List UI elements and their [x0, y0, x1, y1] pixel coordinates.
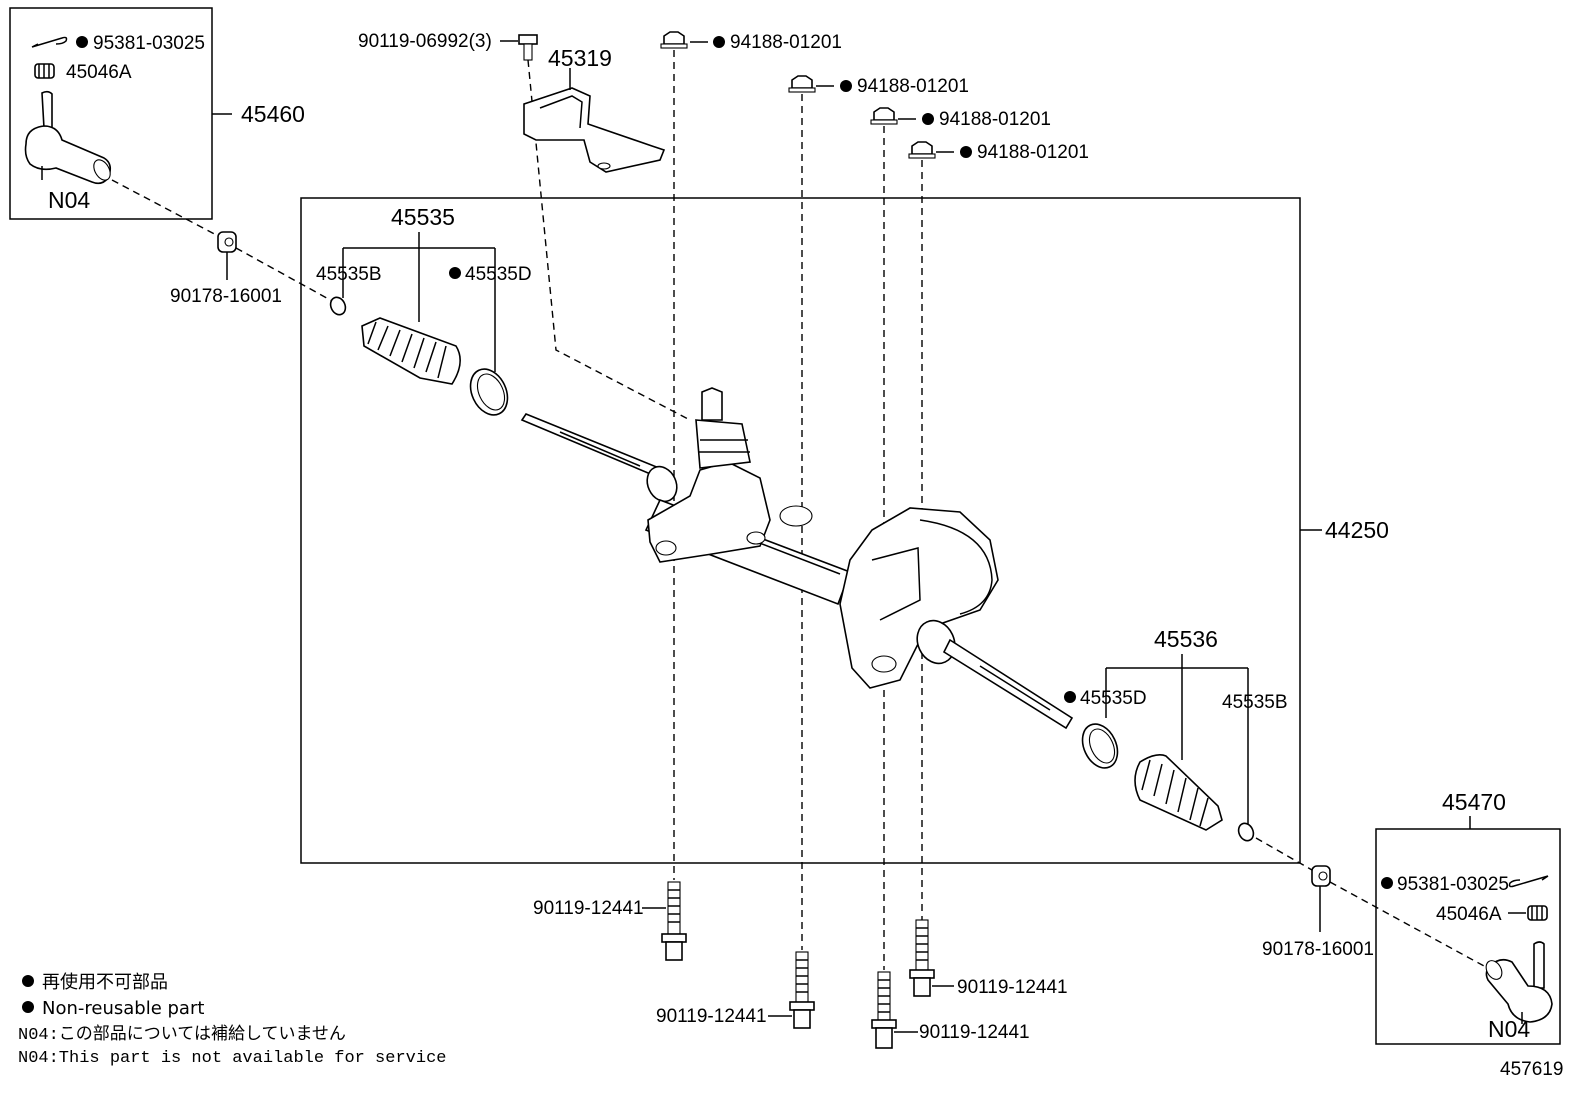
label-lock-nut-left: 90178-16001 — [170, 286, 282, 307]
legend-en-nonreusable: Non-reusable part — [42, 998, 204, 1019]
boot-left-icon — [361, 317, 461, 385]
right-tie-rod-box — [1375, 828, 1561, 1045]
non-reusable-dot — [960, 146, 972, 158]
tie-rod-end-left-icon — [24, 90, 112, 185]
non-reusable-dot — [76, 36, 88, 48]
clip-left-icon — [329, 296, 347, 316]
label-cotter-pin-left: 95381-03025 — [93, 33, 205, 54]
label-nut-right: 45046A — [1436, 904, 1502, 925]
bracket-45319-icon — [523, 87, 666, 173]
lock-nut-left-icon — [217, 231, 237, 253]
bolt-2-icon — [789, 951, 815, 1029]
legend-en-n04: N04:This part is not available for servi… — [18, 1049, 446, 1068]
label-clip-left: 45535B — [316, 264, 382, 285]
flange-nut-b-icon — [788, 75, 816, 93]
label-nut-d: 94188-01201 — [977, 142, 1089, 163]
bolt-4-icon — [909, 919, 935, 997]
label-lock-nut-right: 90178-16001 — [1262, 939, 1374, 960]
castle-nut-icon — [34, 63, 55, 79]
castle-nut-right-icon — [1527, 905, 1548, 921]
cotter-pin-icon — [31, 36, 68, 48]
non-reusable-dot — [449, 267, 461, 279]
bolt-top-icon — [518, 34, 538, 61]
bolt-3-icon — [871, 971, 897, 1049]
label-bracket: 45319 — [548, 45, 612, 71]
steering-rack-icon — [520, 387, 1074, 730]
clamp-right-icon — [1081, 723, 1119, 769]
label-tie-rod-end-right: 45470 — [1442, 789, 1506, 815]
non-reusable-dot — [922, 113, 934, 125]
clip-right-icon — [1237, 822, 1255, 842]
flange-nut-d-icon — [908, 141, 936, 159]
cotter-pin-right-icon — [1508, 875, 1549, 888]
non-reusable-dot — [713, 36, 725, 48]
label-n04-left: N04 — [48, 187, 90, 213]
tie-rod-end-right-icon — [1485, 941, 1553, 1024]
label-clamp-left: 45535D — [465, 264, 532, 285]
label-tie-rod-end-left: 45460 — [241, 101, 305, 127]
non-reusable-dot — [840, 80, 852, 92]
label-nut-c: 94188-01201 — [939, 109, 1051, 130]
label-boot-left: 45535 — [391, 204, 455, 230]
flange-nut-c-icon — [870, 107, 898, 125]
figure-id: 457619 — [1500, 1059, 1563, 1080]
label-bolt-top: 90119-06992(3) — [358, 31, 492, 52]
non-reusable-dot — [1381, 877, 1393, 889]
label-nut-a: 94188-01201 — [730, 32, 842, 53]
boot-right-icon — [1134, 754, 1223, 831]
label-boot-right: 45536 — [1154, 626, 1218, 652]
legend-jp-nonreusable: 再使用不可部品 — [42, 972, 168, 993]
label-n04-right: N04 — [1488, 1016, 1530, 1042]
label-gear-assy: 44250 — [1325, 517, 1389, 543]
label-nut-left: 45046A — [66, 62, 132, 83]
label-bolt-4: 90119-12441 — [957, 977, 1068, 998]
label-clamp-right: 45535D — [1080, 688, 1147, 709]
label-bolt-1: 90119-12441 — [533, 898, 644, 919]
legend-dot-en — [22, 1001, 34, 1013]
legend-jp-n04: N04:この部品については補給していません — [18, 1024, 346, 1045]
flange-nut-a-icon — [660, 31, 688, 49]
legend-dot-jp — [22, 975, 34, 987]
label-bolt-2: 90119-12441 — [656, 1006, 767, 1027]
non-reusable-dot — [1064, 691, 1076, 703]
lock-nut-right-icon — [1311, 865, 1331, 887]
label-bolt-3: 90119-12441 — [919, 1022, 1030, 1043]
clamp-left-icon — [469, 368, 509, 416]
label-cotter-pin-right: 95381-03025 — [1397, 874, 1509, 895]
label-nut-b: 94188-01201 — [857, 76, 969, 97]
label-clip-right: 45535B — [1222, 692, 1288, 713]
bolt-1-icon — [661, 881, 687, 961]
